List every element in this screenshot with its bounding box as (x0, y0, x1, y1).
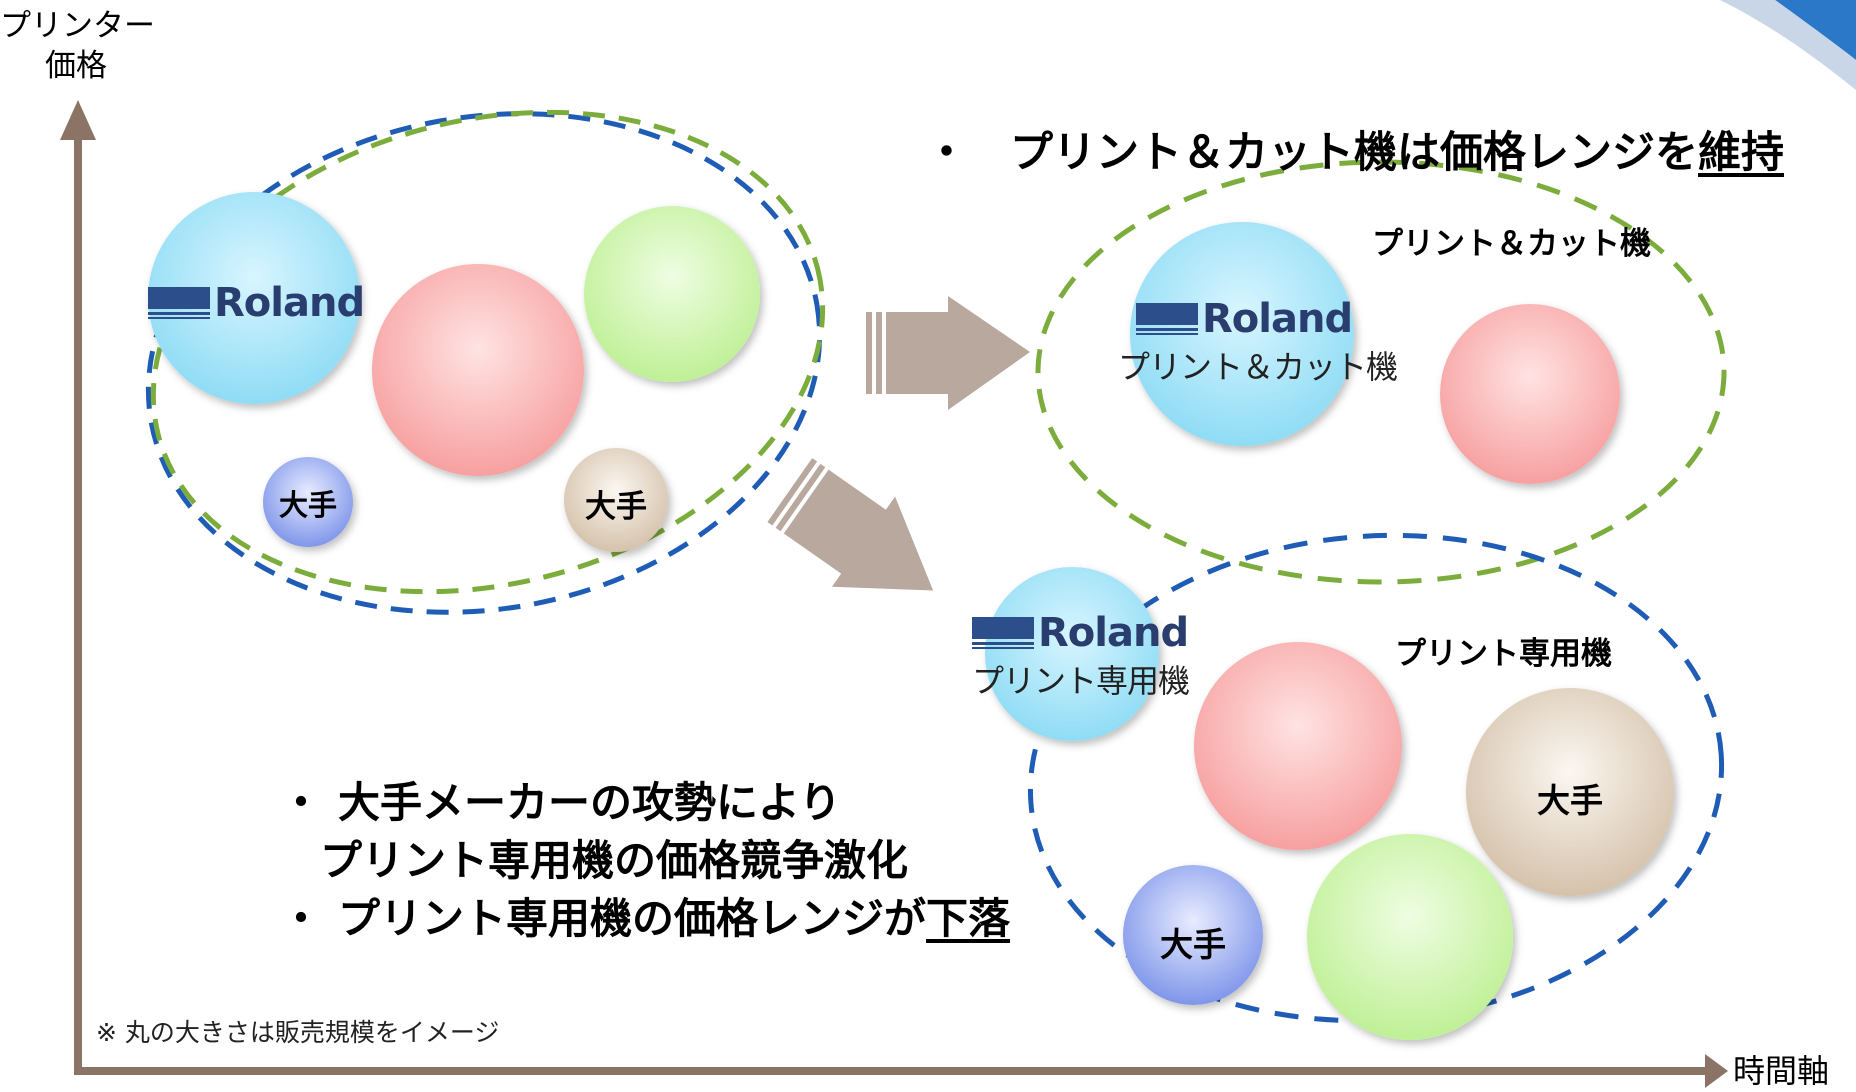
corner-swoosh (1775, 0, 1856, 60)
left-lime-bubble (584, 206, 760, 382)
bottom-note-line3-row: ・プリント専用機の価格レンジが下落 (280, 890, 1010, 948)
print-only-major-beige-bubble (1466, 688, 1674, 896)
left-blue-dashed-group (145, 111, 823, 615)
roland-wordmark: Roland (1038, 610, 1189, 656)
roland-logo-print-cut: Roland (1136, 296, 1353, 342)
bottom-note-line3: プリント専用機の価格レンジが (338, 894, 927, 943)
left-green-dashed-group (150, 109, 826, 595)
print-cut-roland-bubble (1130, 222, 1354, 446)
top-note-text: プリント＆カット機は価格レンジを (1010, 128, 1698, 178)
print-cut-group-title: プリント＆カット機 (1372, 226, 1651, 262)
top-note: ・プリント＆カット機は価格レンジを維持 (925, 118, 1784, 180)
left-major-small-bubble (263, 457, 353, 547)
print-only-lime-bubble (1307, 834, 1513, 1040)
y-axis-label: プリンター 価格 (0, 6, 155, 86)
y-axis (74, 130, 82, 1074)
top-note-emphasis: 維持 (1698, 128, 1784, 178)
roland-mark-icon (1136, 303, 1198, 335)
top-note-bullet: ・ (925, 128, 968, 178)
roland-wordmark: Roland (214, 280, 365, 326)
major-label-left-small: 大手 (278, 488, 337, 522)
x-axis (74, 1067, 1714, 1075)
arrow-to-print-only (767, 458, 934, 591)
bottom-note-bullet-2: ・ (280, 894, 323, 943)
print-cut-group-outline (1035, 159, 1727, 585)
bottom-note-line2-row: プリント専用機の価格競争激化 (280, 832, 1010, 890)
print-only-major-lav-bubble (1123, 865, 1263, 1005)
roland-logo-print-only: Roland (972, 610, 1189, 656)
bottom-note: ・大手メーカーの攻勢により プリント専用機の価格競争激化 ・プリント専用機の価格… (280, 774, 1010, 948)
major-label-right-beige: 大手 (1537, 781, 1603, 820)
roland-wordmark: Roland (1202, 296, 1353, 342)
print-cut-pink-bubble (1440, 304, 1620, 484)
roland-mark-icon (148, 287, 210, 319)
print-only-roland-sub: プリント専用機 (972, 662, 1190, 700)
bottom-note-line1: 大手メーカーの攻勢により (338, 778, 842, 827)
x-axis-label: 時間軸 (1733, 1052, 1830, 1090)
y-axis-arrowhead (60, 100, 96, 140)
print-cut-roland-sub: プリント＆カット機 (1118, 348, 1398, 386)
roland-logo-left: Roland (148, 280, 365, 326)
print-only-group-outline (1027, 532, 1725, 1024)
bottom-note-line1-row: ・大手メーカーの攻勢により (280, 774, 1010, 832)
left-major-beige-bubble (564, 448, 668, 552)
major-label-right-lav: 大手 (1160, 925, 1226, 964)
print-only-roland-bubble (985, 567, 1159, 741)
x-axis-arrowhead (1705, 1054, 1728, 1088)
print-only-group-title: プリント専用機 (1395, 636, 1612, 672)
roland-mark-icon (972, 617, 1034, 649)
print-only-pink-bubble (1194, 642, 1402, 850)
arrow-to-print-cut (866, 296, 1030, 410)
corner-swoosh-light (1720, 0, 1856, 90)
major-label-left-beige: 大手 (585, 489, 647, 525)
footnote: ※ 丸の大きさは販売規模をイメージ (96, 1018, 500, 1047)
left-roland-bubble (148, 192, 360, 404)
bottom-note-emphasis: 下落 (926, 894, 1011, 943)
left-pink-bubble (372, 264, 584, 476)
bottom-note-bullet-1: ・ (280, 778, 323, 827)
y-axis-label-line1: プリンター (0, 8, 155, 44)
y-axis-label-line2: 価格 (45, 48, 107, 84)
bottom-note-line2: プリント専用機の価格競争激化 (320, 836, 909, 885)
